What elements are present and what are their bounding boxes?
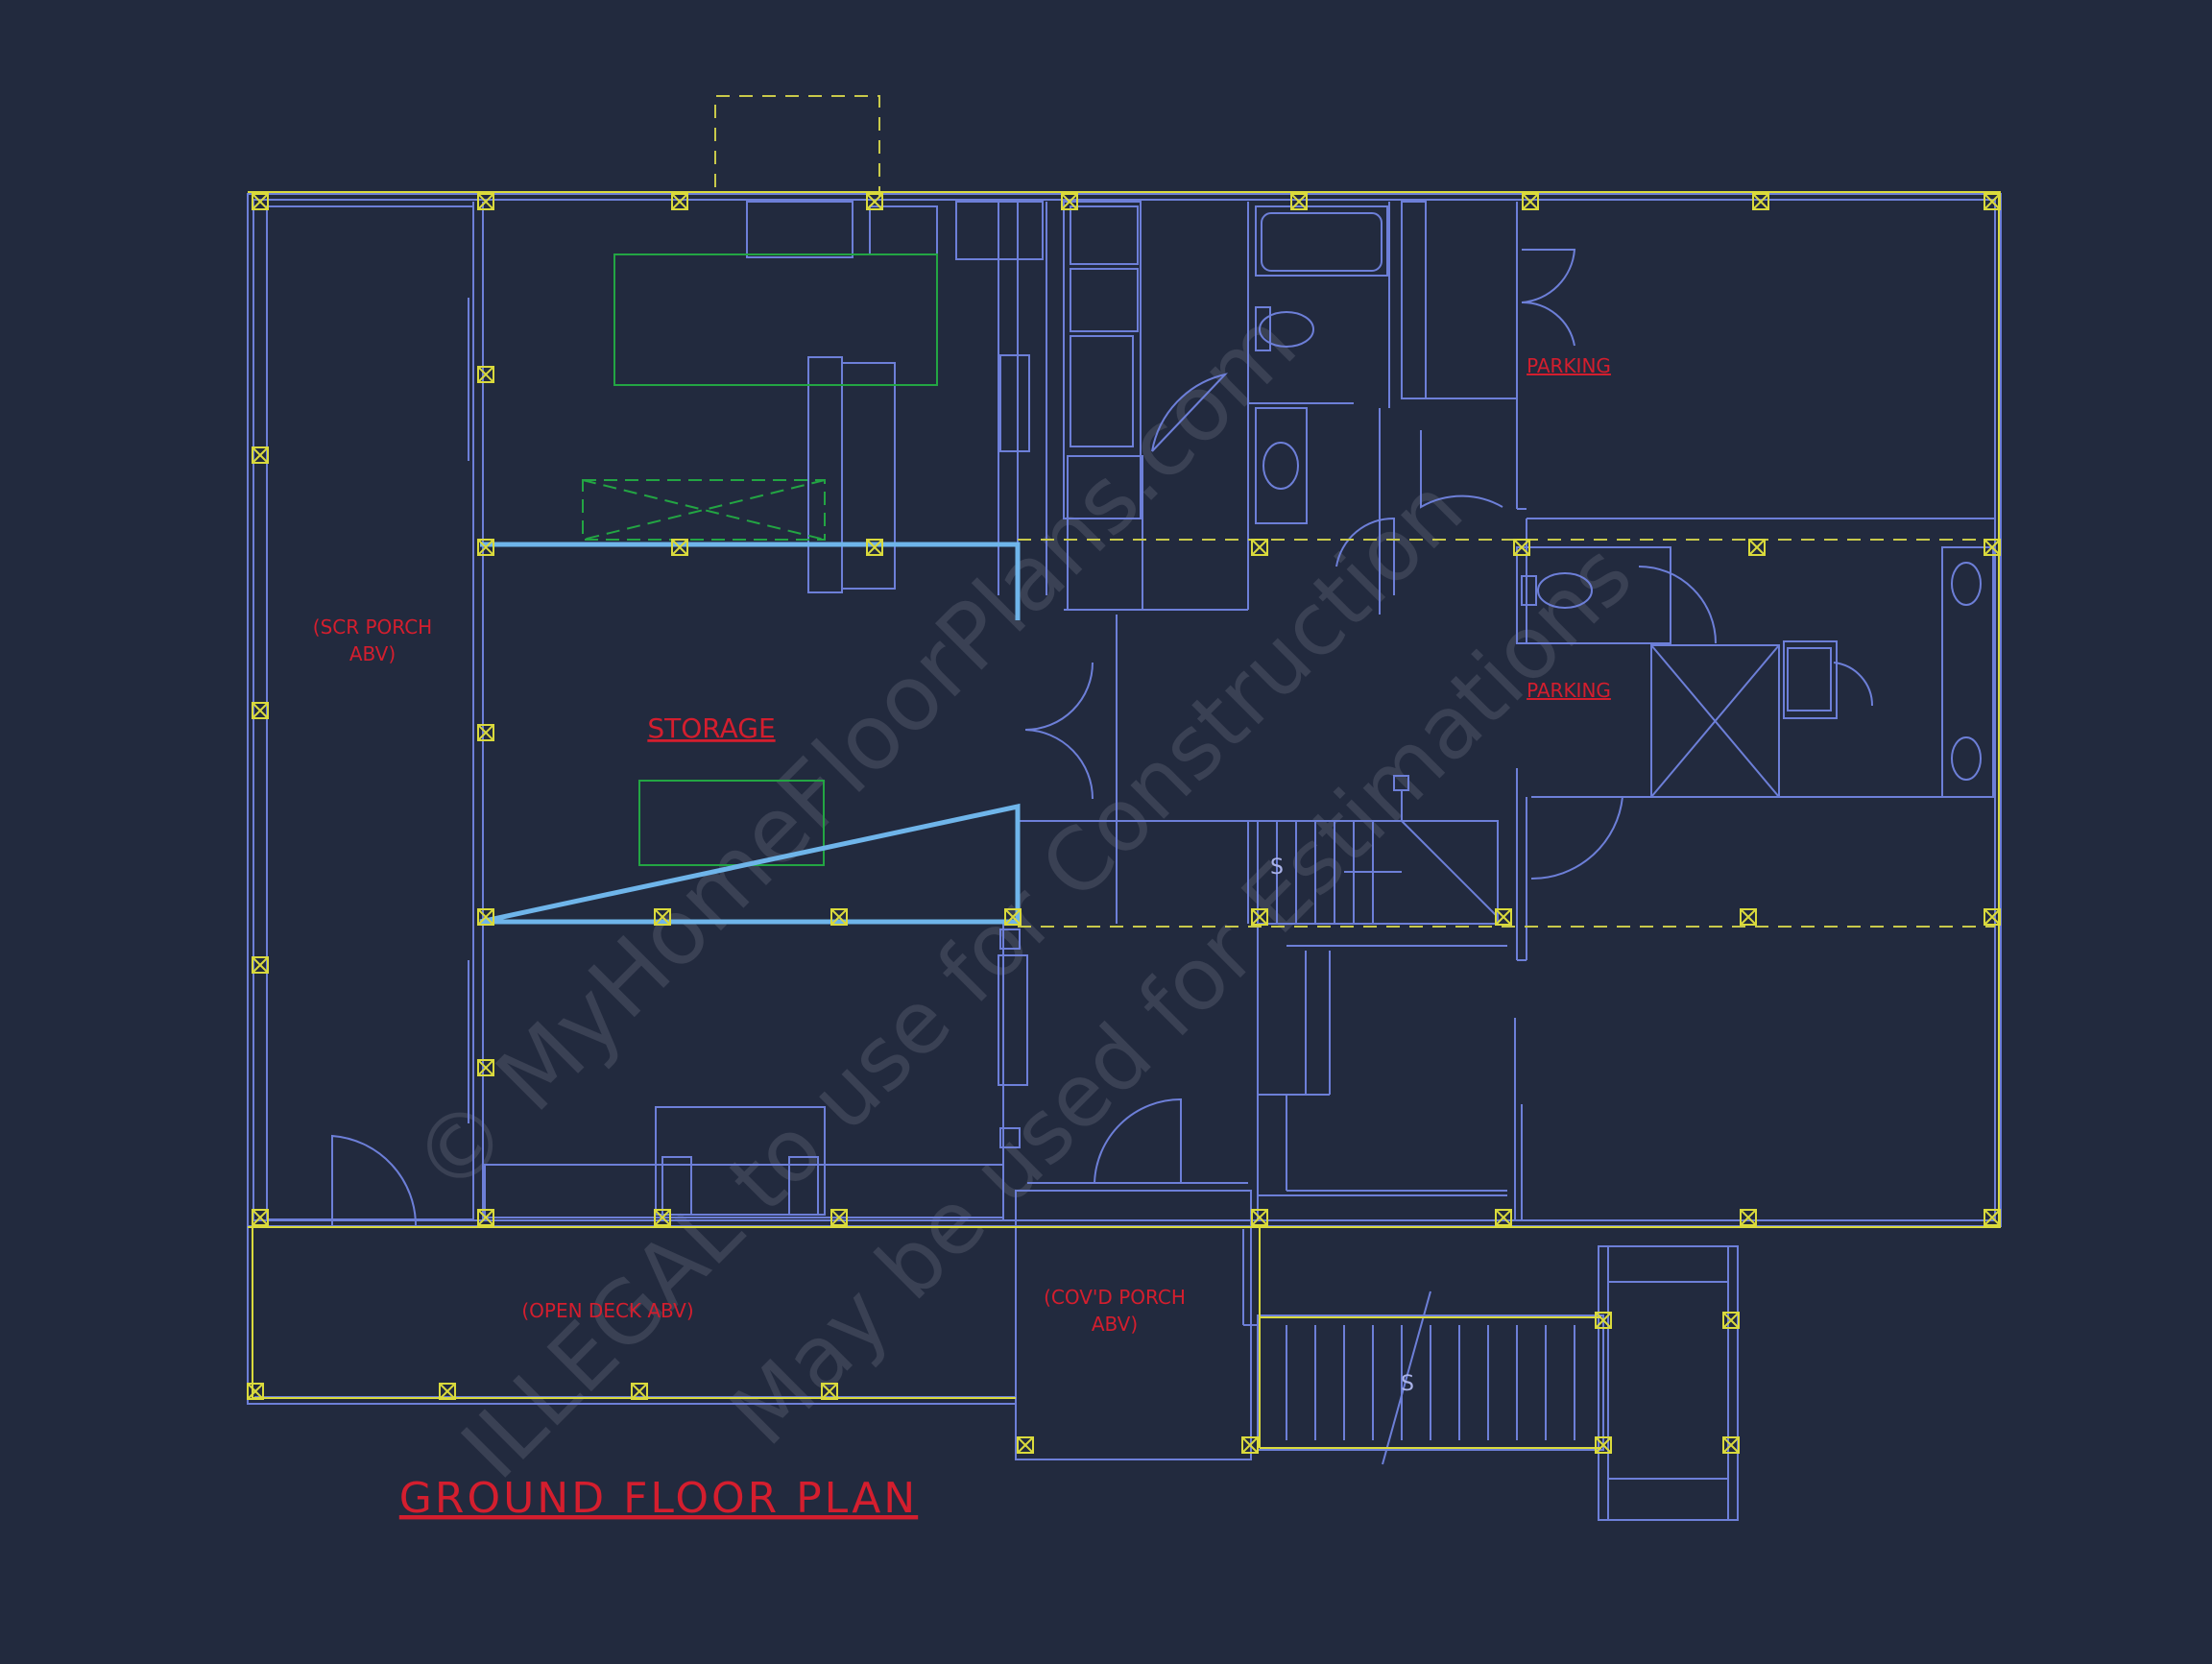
column-marker — [671, 193, 688, 210]
exterior-stair — [1257, 1314, 1604, 1451]
column-marker — [1740, 1209, 1757, 1226]
label-scr-porch-2: ABV) — [349, 642, 396, 665]
column-marker — [1017, 1436, 1034, 1454]
column-marker — [1984, 193, 2001, 210]
column-marker — [477, 1059, 494, 1076]
label-covd-porch-2: ABV) — [1092, 1313, 1138, 1336]
column-marker — [1984, 1209, 2001, 1226]
beams — [714, 95, 1995, 928]
column-marker — [631, 1383, 648, 1400]
column-marker — [477, 539, 494, 556]
column-marker — [1740, 908, 1757, 926]
column-marker — [671, 539, 688, 556]
storage-item — [638, 780, 825, 866]
column-marker — [1495, 1209, 1512, 1226]
door-right-room — [1530, 796, 1624, 880]
column-marker — [477, 908, 494, 926]
column-marker — [1495, 908, 1512, 926]
label-parking-top: PARKING — [1527, 354, 1611, 377]
column-marker — [866, 193, 883, 210]
door-hall — [1151, 373, 1229, 452]
doors — [331, 249, 1874, 1227]
column-marker — [477, 193, 494, 210]
column-marker — [1752, 193, 1769, 210]
column-marker — [654, 1209, 671, 1226]
column-marker — [830, 1209, 848, 1226]
column-marker — [252, 1209, 269, 1226]
door-porch — [331, 1134, 418, 1227]
screened-porch — [266, 205, 474, 1220]
column-marker — [1595, 1436, 1612, 1454]
column-marker — [252, 956, 269, 974]
column-marker — [654, 908, 671, 926]
dashed-cabinet — [582, 479, 826, 541]
room-labels: (SCR PORCH ABV) STORAGE PARKING PARKING … — [313, 354, 1611, 1523]
kitchen-counter-top — [746, 201, 854, 258]
watermark-line-3: May be used for Estimations — [711, 525, 1651, 1465]
label-scr-porch-1: (SCR PORCH — [313, 615, 432, 639]
storage-room-outline — [479, 542, 1021, 925]
column-marker — [830, 908, 848, 926]
label-storage: STORAGE — [647, 712, 775, 744]
column-marker — [1595, 1312, 1612, 1329]
door-bath — [1638, 566, 1717, 644]
column-marker — [1290, 193, 1308, 210]
column-marker — [252, 446, 269, 464]
column-marker — [252, 193, 269, 210]
toilet-top — [1259, 311, 1314, 348]
door-lower — [1094, 1097, 1182, 1184]
stair-mark-exterior: S — [1401, 1372, 1414, 1396]
stair-marks: S S — [1270, 856, 1414, 1396]
column-marker — [1984, 539, 2001, 556]
label-open-deck: (OPEN DECK ABV) — [521, 1299, 693, 1322]
label-covd-porch-1: (COV'D PORCH — [1044, 1286, 1186, 1309]
fixtures — [582, 253, 938, 866]
door-hall-2 — [1335, 517, 1395, 595]
column-marker — [1513, 539, 1530, 556]
column-marker — [1722, 1312, 1740, 1329]
fireplace — [655, 1106, 826, 1216]
column-marker — [866, 539, 883, 556]
plan-title: GROUND FLOOR PLAN — [399, 1474, 918, 1523]
column-marker — [247, 1383, 264, 1400]
toilet-mid — [1537, 572, 1593, 609]
label-parking-mid: PARKING — [1527, 679, 1611, 702]
column-marker — [252, 702, 269, 719]
door-storage — [1024, 662, 1094, 800]
kitchen-island-bar — [807, 356, 843, 593]
interior-stair — [1257, 820, 1499, 925]
column-marker — [1004, 908, 1022, 926]
door-shower — [1833, 662, 1874, 707]
column-marker — [1251, 539, 1268, 556]
column-marker — [1522, 193, 1539, 210]
stair-mark-interior: S — [1270, 856, 1284, 880]
column-marker — [477, 366, 494, 383]
columns — [247, 193, 2001, 1454]
column-marker — [1251, 908, 1268, 926]
bath-vanity — [1255, 407, 1308, 524]
kitchen-island — [613, 253, 938, 386]
column-marker — [1061, 193, 1078, 210]
door-closet — [1420, 430, 1503, 509]
column-marker — [477, 724, 494, 741]
lower-toilet-area — [1516, 546, 1671, 644]
column-marker — [1251, 1209, 1268, 1226]
column-marker — [439, 1383, 456, 1400]
landing — [1598, 1245, 1739, 1521]
door-parking-top — [1521, 249, 1576, 347]
column-marker — [1241, 1436, 1259, 1454]
column-marker — [821, 1383, 838, 1400]
column-marker — [1748, 539, 1766, 556]
right-vanity — [1941, 546, 1994, 798]
column-marker — [1984, 908, 2001, 926]
column-marker — [1722, 1436, 1740, 1454]
bathtub — [1255, 205, 1388, 277]
column-marker — [477, 1209, 494, 1226]
